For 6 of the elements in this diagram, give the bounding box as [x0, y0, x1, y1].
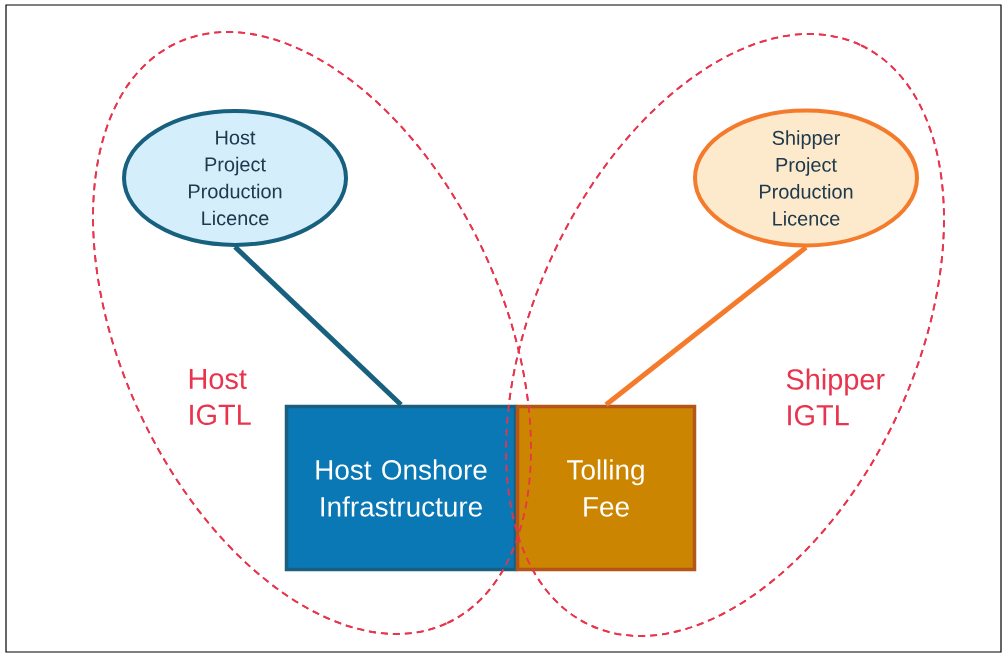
- connector-line: [233, 245, 403, 407]
- process-box: Tolling Fee: [515, 404, 697, 572]
- connector-line: [604, 245, 808, 407]
- node-label: Host IGTL: [189, 368, 251, 425]
- process-box: Host Onshore Infrastructure: [284, 404, 518, 572]
- node-label: Shipper IGTL: [786, 368, 885, 426]
